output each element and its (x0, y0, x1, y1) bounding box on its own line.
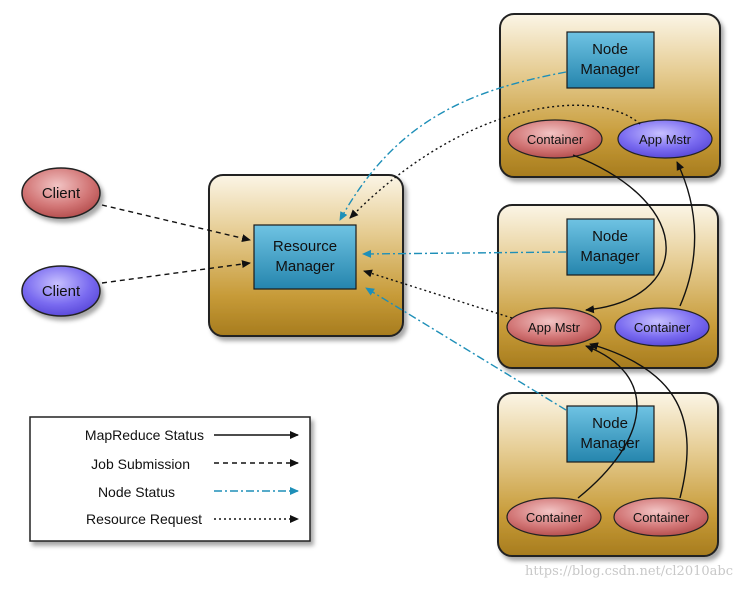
node-2: Node Manager App Mstr Container (497, 204, 719, 369)
node-3-container-a (506, 497, 602, 537)
node-1-container (507, 119, 603, 159)
client-2-label: Client (42, 283, 81, 300)
node-3-manager-box (566, 405, 655, 463)
node-2-app-master-label: App Mstr (528, 320, 581, 335)
resource-manager-label-line1: Resource (273, 238, 337, 255)
client-1 (21, 167, 101, 219)
legend: MapReduce Status Job Submission Node Sta… (29, 416, 311, 542)
node-3-manager-label-line2: Manager (580, 435, 639, 452)
node-3-container-b (613, 497, 709, 537)
mapreduce-status-arrow-container-to-appmstr-node-1 (676, 161, 696, 307)
resource-manager-box (253, 224, 357, 290)
node-1-app-master (617, 119, 713, 159)
node-3-container-b-label: Container (633, 510, 690, 525)
node-3: Node Manager Container Container (497, 392, 719, 557)
mapreduce-status-arrow-node-3-a (577, 345, 638, 499)
job-submission-arrow-client-1 (101, 204, 251, 243)
node-3-container-a-label: Container (526, 510, 583, 525)
node-3-manager-label-line1: Node (592, 415, 628, 432)
clients: Client Client (21, 167, 101, 317)
resource-manager-label-line2: Manager (275, 258, 334, 275)
node-1-app-master-label: App Mstr (639, 132, 692, 147)
node-status-arrow-node-2 (362, 249, 567, 258)
mapreduce-status-arrow-container-to-appmstr (572, 154, 667, 314)
watermark-text: https://blog.csdn.net/cl2010abc (525, 564, 733, 579)
node-2-container (614, 307, 710, 347)
legend-mapreduce-status: MapReduce Status (85, 427, 204, 443)
legend-job-submission: Job Submission (91, 456, 190, 472)
node-1-container-label: Container (527, 132, 584, 147)
client-1-label: Client (42, 185, 81, 202)
node-1-manager-label-line1: Node (592, 41, 628, 58)
node-2-app-master (506, 307, 602, 347)
legend-node-status: Node Status (98, 484, 175, 500)
node-1: Node Manager Container App Mstr (499, 13, 721, 178)
node-2-manager-box (566, 218, 655, 276)
legend-box (29, 416, 311, 542)
mapreduce-status-arrow-node-3-b (589, 342, 688, 499)
node-2-manager-label-line2: Manager (580, 248, 639, 265)
node-2-manager-label-line1: Node (592, 228, 628, 245)
node-1-manager-box (566, 31, 655, 89)
client-2 (21, 265, 101, 317)
node-status-arrow-node-1 (339, 71, 567, 221)
resource-request-arrow-node-2 (363, 269, 513, 319)
legend-resource-request: Resource Request (86, 511, 202, 527)
node-status-arrow-node-3 (365, 287, 567, 411)
node-1-manager-label-line2: Manager (580, 61, 639, 78)
node-2-container-label: Container (634, 320, 691, 335)
resource-manager-group: Resource Manager (208, 174, 404, 337)
job-submission-arrow-client-2 (101, 260, 251, 284)
